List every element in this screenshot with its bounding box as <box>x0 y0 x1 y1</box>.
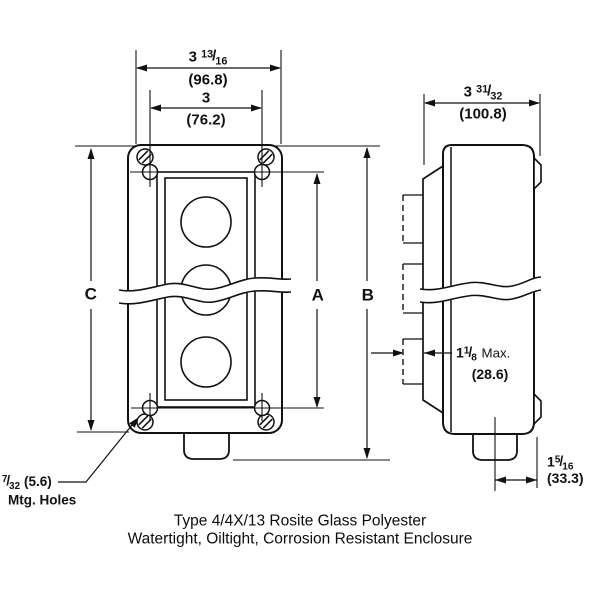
dim-overall-width-label: 3 13/16 <box>188 47 228 68</box>
dim-letter-b: B <box>361 285 375 305</box>
screw-icon <box>136 413 154 431</box>
dim-cover-depth-metric: (28.6) <box>471 366 509 382</box>
front-hub <box>183 430 230 460</box>
dimension-lines <box>58 67 539 483</box>
mtg-holes-dim-label: 7/32(5.6) <box>2 473 52 492</box>
hidden-buttons <box>402 194 423 385</box>
mtg-holes-text: Mtg. Holes <box>8 492 77 508</box>
side-view <box>402 144 542 491</box>
dim-button-spacing-label: 3 <box>201 89 211 107</box>
dim-overall-depth-label: 3 31/32 <box>463 82 503 103</box>
dim-hub-offset-label: 15/16 <box>547 452 574 473</box>
dim-button-spacing-metric: (76.2) <box>186 111 226 129</box>
break-line-front <box>118 276 292 305</box>
side-tabs <box>533 156 542 426</box>
screw-icon <box>257 148 275 166</box>
caption-line-2: Watertight, Oiltight, Corrosion Resistan… <box>127 530 473 548</box>
dim-hub-offset-metric: (33.3) <box>547 470 584 486</box>
dim-letter-c: C <box>84 284 98 304</box>
break-line-side <box>419 276 542 304</box>
dim-letter-a: A <box>311 285 325 305</box>
front-view <box>118 90 324 460</box>
dim-overall-width-metric: (96.8) <box>188 71 228 89</box>
screw-icon <box>136 148 154 166</box>
caption-line-1: Type 4/4X/13 Rosite Glass Polyester <box>173 512 427 530</box>
screw-icon <box>257 413 275 431</box>
dimension-arrowheads <box>87 64 540 484</box>
dim-overall-depth-metric: (100.8) <box>459 105 507 123</box>
hole-centerlines <box>130 90 324 421</box>
